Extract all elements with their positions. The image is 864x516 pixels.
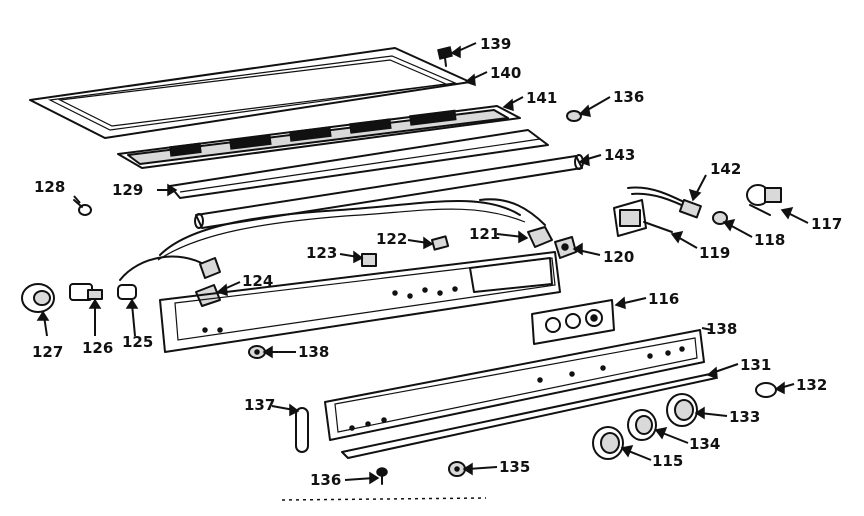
callout-128: 128: [34, 178, 65, 196]
callout-141: 141: [526, 89, 557, 107]
callout-138-right: 138: [706, 320, 737, 338]
callout-134: 134: [689, 435, 720, 453]
part-120-lamp-holder: [554, 236, 577, 259]
callout-117: 117: [811, 215, 842, 233]
part-123-clip: [361, 253, 377, 267]
callout-115: 115: [652, 452, 683, 470]
callout-125: 125: [122, 333, 153, 351]
callout-123: 123: [306, 244, 337, 262]
callout-133: 133: [729, 408, 760, 426]
callout-140: 140: [490, 64, 521, 82]
callout-118: 118: [754, 231, 785, 249]
part-119-starter: [613, 199, 673, 237]
callout-124: 124: [242, 272, 273, 290]
callout-136-bottom: 136: [310, 471, 341, 489]
part-126-switch: [69, 283, 103, 301]
part-135-nut: [448, 461, 466, 477]
part-138-lower-panel: [324, 329, 705, 441]
part-143-fluorescent-tube: [194, 154, 584, 229]
callout-143: 143: [604, 146, 635, 164]
part-142-wire-lead: [627, 186, 702, 219]
scan-mark: [281, 497, 487, 501]
callout-142: 142: [710, 160, 741, 178]
part-134-knob: [627, 409, 657, 441]
callout-119: 119: [699, 244, 730, 262]
part-138-nut: [248, 345, 266, 359]
leader-lines: [36, 42, 809, 485]
callout-129: 129: [112, 181, 143, 199]
part-115-knob: [592, 426, 624, 460]
part-117-valve: [746, 184, 782, 216]
part-121-lamp-socket: [527, 226, 553, 248]
callout-120: 120: [603, 248, 634, 266]
part-124-socket: [195, 257, 221, 307]
callout-122: 122: [376, 230, 407, 248]
callout-labels: 139 140 141 136 143 142 128 129 117 118 …: [32, 35, 842, 489]
callout-136: 136: [613, 88, 644, 106]
part-128-bulb: [73, 199, 92, 216]
part-127-motor: [21, 283, 55, 313]
part-132-button: [755, 382, 777, 398]
callout-131: 131: [740, 356, 771, 374]
callout-126: 126: [82, 339, 113, 357]
part-131-trim-strip: [341, 373, 717, 459]
callout-135: 135: [499, 458, 530, 476]
part-122-clip: [431, 235, 450, 251]
part-125-plug: [117, 284, 137, 300]
callout-116: 116: [648, 290, 679, 308]
wiring-harness: [119, 198, 546, 281]
part-129-lamp-shield: [169, 129, 549, 199]
part-136-screw-bottom: [376, 467, 388, 485]
callout-139: 139: [480, 35, 511, 53]
part-116-clock-insert: [531, 299, 615, 345]
callout-132: 132: [796, 376, 827, 394]
callout-127: 127: [32, 343, 63, 361]
control-panel-frame: [159, 251, 561, 353]
part-141-trim-panel: [117, 105, 521, 169]
part-136-screw-top: [566, 110, 582, 122]
part-133-knob: [666, 393, 698, 427]
part-118-nut: [712, 211, 728, 225]
part-139-screw: [437, 46, 453, 67]
callout-121: 121: [469, 225, 500, 243]
part-137-end-cap: [295, 407, 309, 453]
callout-137: 137: [244, 396, 275, 414]
callout-138-left: 138: [298, 343, 329, 361]
